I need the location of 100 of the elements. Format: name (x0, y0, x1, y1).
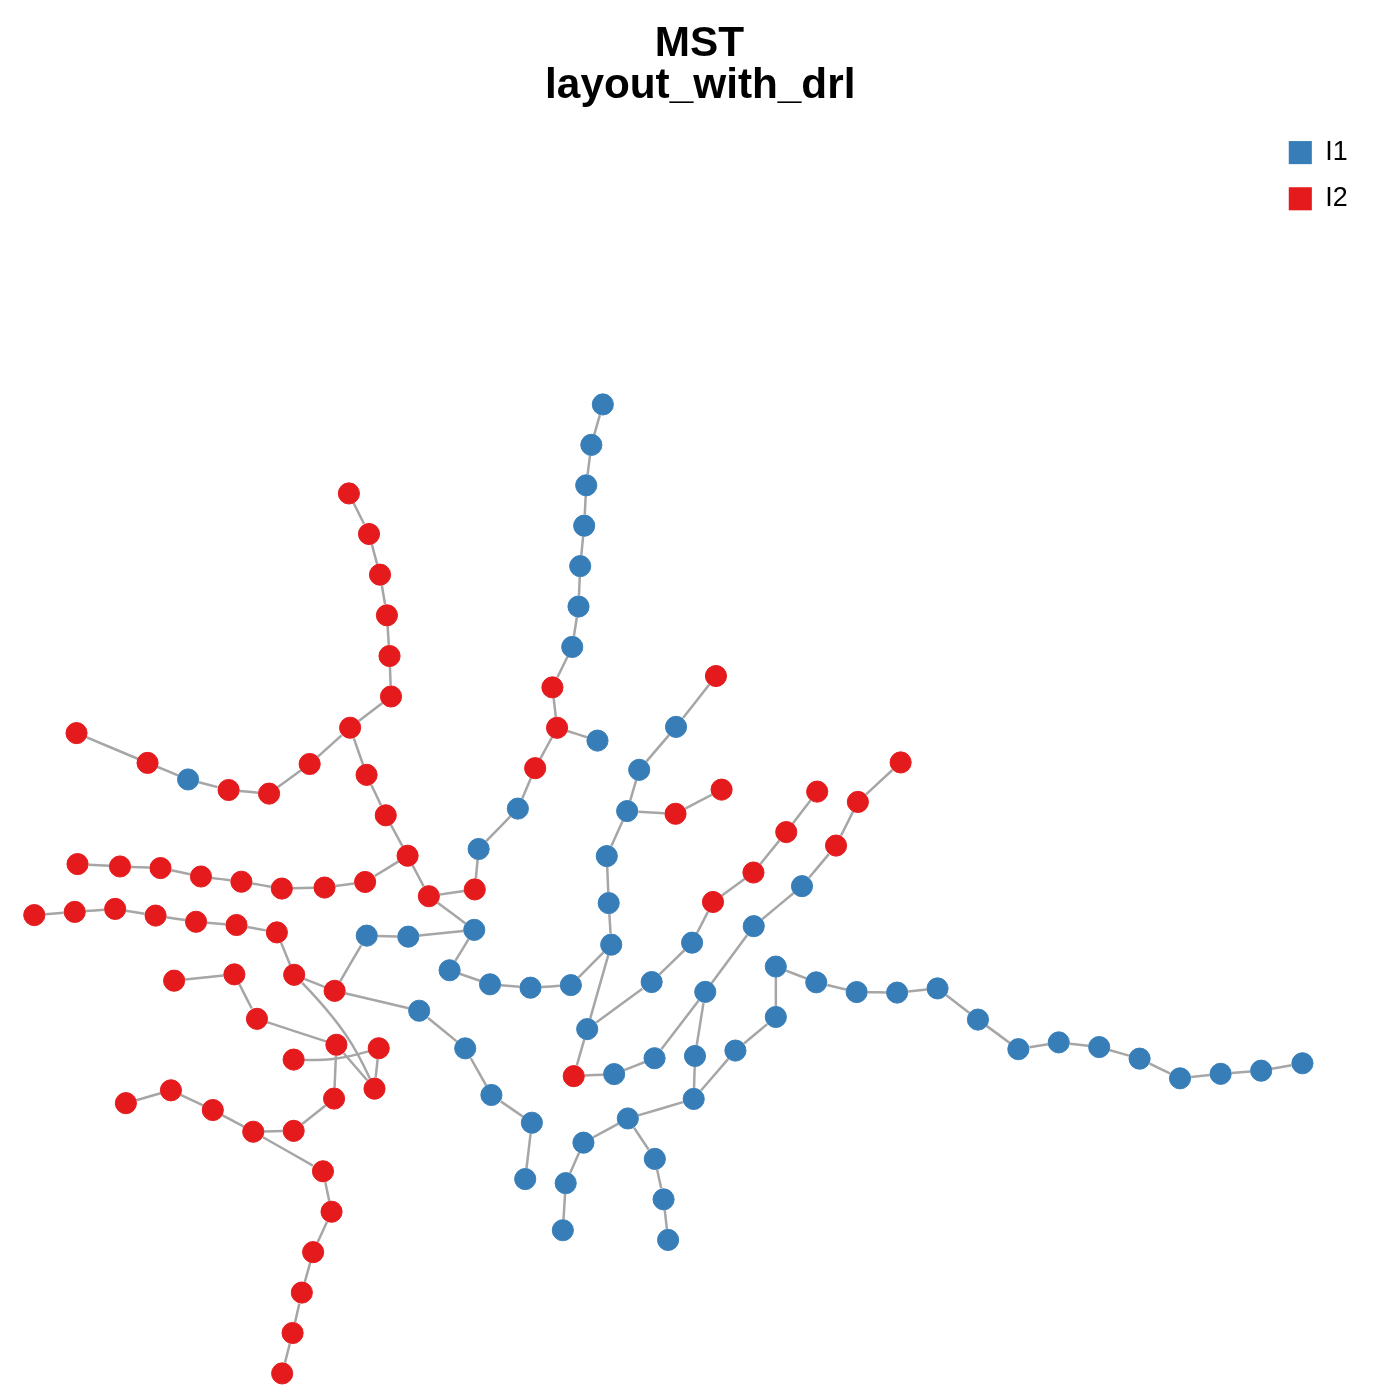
connector (658, 949, 686, 976)
connector (344, 992, 409, 1010)
node-circle (23, 904, 46, 927)
node-circle (136, 751, 159, 774)
connector (469, 1057, 488, 1087)
connector (333, 1055, 338, 1088)
node-circle (367, 1037, 390, 1060)
node-circle (682, 1087, 705, 1110)
node-circle (337, 482, 360, 505)
node-circle (616, 800, 639, 823)
node-circle (1128, 1047, 1151, 1070)
connector (86, 736, 139, 760)
node-circle (586, 729, 609, 752)
connector (595, 987, 644, 1024)
node-circle (886, 981, 909, 1004)
node-circle (742, 861, 765, 884)
node-circle (561, 635, 584, 658)
node-circle (926, 977, 949, 1000)
connector (580, 536, 585, 556)
connector (610, 820, 624, 847)
node-circle (311, 1160, 335, 1183)
node-circle (467, 837, 490, 861)
connector (785, 969, 807, 980)
connector (184, 974, 224, 981)
connector (386, 626, 391, 645)
connector (556, 655, 569, 678)
node-circle (201, 1098, 224, 1122)
connector (166, 916, 186, 922)
connector (342, 1052, 369, 1082)
connector (660, 999, 700, 1051)
node-circle (541, 676, 564, 699)
node-circle (417, 885, 440, 908)
node-circle (1088, 1036, 1111, 1059)
node-circle (408, 999, 431, 1022)
connector (125, 909, 145, 915)
connector (247, 925, 267, 932)
node-circle (290, 1281, 313, 1304)
connector (840, 810, 855, 836)
node-circle (163, 969, 186, 992)
connector (316, 1221, 329, 1243)
node-circle (764, 955, 787, 978)
connector (135, 1092, 161, 1102)
node-circle (710, 778, 733, 801)
connector (370, 544, 379, 565)
node-circle (114, 1092, 137, 1115)
connector (262, 1136, 314, 1167)
connector (1109, 1048, 1130, 1057)
connector (374, 860, 400, 878)
connector (584, 1073, 604, 1077)
diagram-title: MST layout_with_drl (545, 17, 856, 107)
node-circle (889, 751, 912, 774)
connector (283, 1343, 291, 1363)
connector (945, 994, 971, 1014)
node-circle (554, 1172, 577, 1195)
connector (684, 793, 713, 810)
connector (211, 876, 231, 882)
node-circle (683, 1044, 707, 1068)
node-circle (302, 1241, 325, 1264)
node-circle (265, 921, 288, 944)
node-circle (603, 1063, 626, 1086)
connector (588, 954, 610, 1020)
connector (427, 1017, 458, 1043)
node-circle (1291, 1052, 1314, 1075)
node-circle (320, 1200, 343, 1223)
connector (221, 1113, 245, 1128)
connector (301, 1104, 327, 1125)
node-circle (1007, 1038, 1030, 1061)
connector (720, 877, 746, 897)
node-circle (665, 715, 688, 738)
connector (377, 934, 397, 938)
node-circle (1250, 1059, 1273, 1082)
connector (1271, 1063, 1292, 1071)
node-circle (643, 1047, 666, 1070)
node-circle (1209, 1062, 1232, 1085)
node-circle (514, 1168, 537, 1191)
connector (655, 1169, 663, 1189)
node-circle (559, 974, 582, 997)
node-circle (323, 1087, 346, 1110)
connector (808, 853, 830, 879)
connector (279, 942, 292, 966)
connector (303, 977, 325, 988)
connector (474, 859, 479, 879)
node-circle (657, 1228, 680, 1251)
connector (623, 1061, 645, 1072)
node-circle (790, 875, 814, 898)
connector (633, 1127, 650, 1151)
node-circle (546, 716, 569, 739)
connector (352, 737, 365, 766)
connector (985, 1024, 1011, 1044)
connector (266, 1020, 327, 1043)
node-circle (313, 876, 336, 899)
node-circle (742, 915, 765, 938)
node-circle (397, 925, 420, 948)
connector (865, 769, 894, 796)
node-circle (355, 924, 378, 947)
node-circle (1047, 1031, 1070, 1054)
connector (485, 815, 512, 843)
connector (439, 889, 465, 896)
node-circle (438, 959, 461, 982)
connector (316, 734, 343, 758)
